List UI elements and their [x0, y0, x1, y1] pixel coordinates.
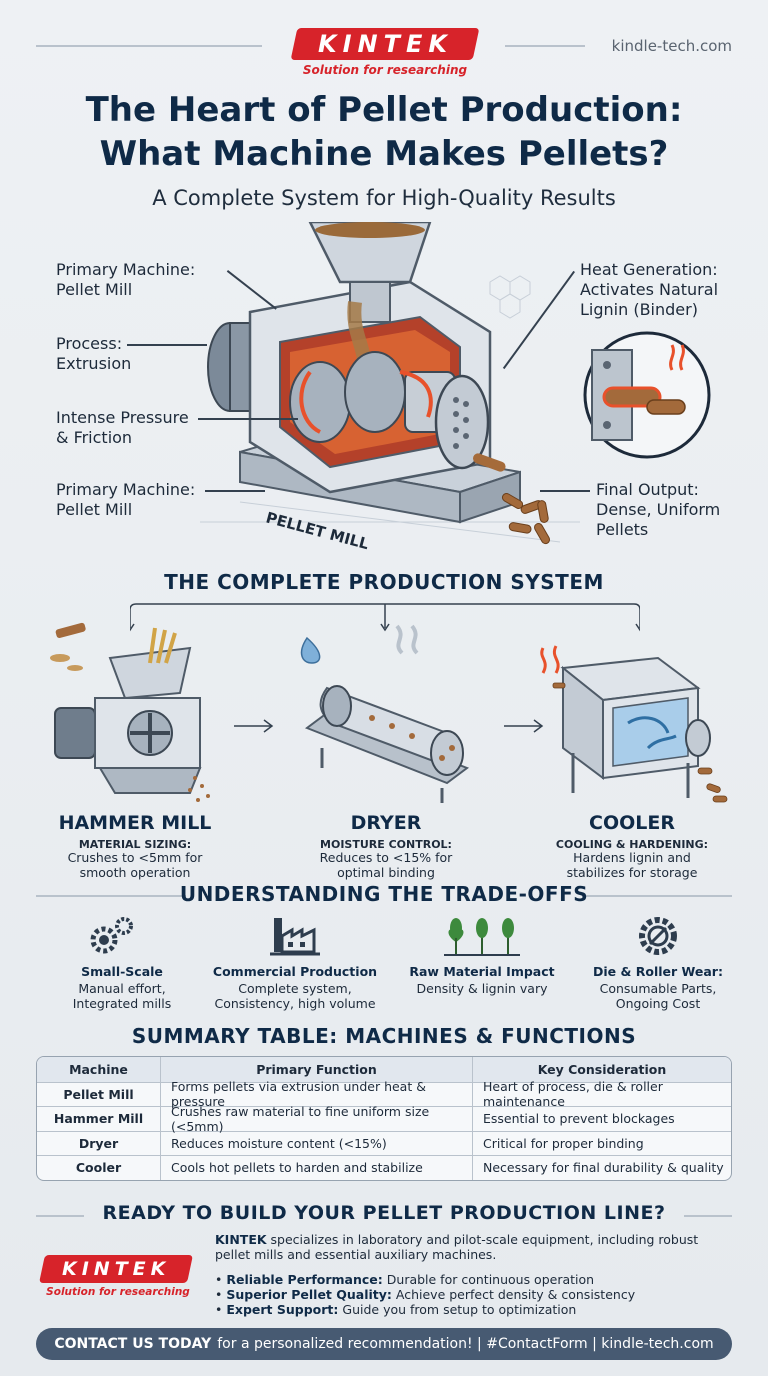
- arrow-right-icon: [234, 719, 274, 733]
- die-closeup-icon: [583, 331, 711, 459]
- table-header-row: Machine Primary Function Key Considerati…: [37, 1057, 731, 1082]
- stage-name-hammer-mill: HAMMER MILL: [58, 812, 212, 834]
- list-item: • Expert Support: Guide you from setup t…: [215, 1302, 577, 1317]
- logo-tagline: Solution for researching: [302, 63, 468, 77]
- table-cell: Hammer Mill: [37, 1107, 161, 1131]
- table-cell: Pellet Mill: [37, 1082, 161, 1106]
- stage-sub-hammer-mill: MATERIAL SIZING:: [78, 838, 192, 851]
- arrow-right-icon: [504, 719, 544, 733]
- label-process: Process: Extrusion: [56, 334, 132, 373]
- kintek-logo-footer: KINTEK: [39, 1255, 193, 1283]
- header-divider-right: [505, 45, 585, 47]
- label-final-output: Final Output: Dense, Uniform Pellets: [596, 480, 721, 539]
- summary-table: Machine Primary Function Key Considerati…: [36, 1056, 732, 1181]
- machine-base-label: PELLET MILL: [264, 508, 371, 553]
- table-cell: Cools hot pellets to harden and stabiliz…: [161, 1156, 473, 1180]
- gears-icon: [90, 917, 133, 954]
- table-header-cell: Primary Function: [161, 1057, 473, 1082]
- table-cell: Heart of process, die & roller maintenan…: [483, 1079, 663, 1110]
- table-header-cell: Key Consideration: [537, 1061, 667, 1077]
- table-heading: SUMMARY TABLE: MACHINES & FUNCTIONS: [131, 1024, 637, 1048]
- table-cell: Dryer: [37, 1131, 161, 1155]
- leader-line: [540, 490, 590, 492]
- header-divider-left: [36, 45, 262, 47]
- cta-intro: KINTEK specializes in laboratory and pil…: [215, 1232, 699, 1262]
- stage-sub-cooler: COOLING & HARDENING:: [555, 838, 709, 851]
- website-link[interactable]: kindle-tech.com: [611, 37, 732, 55]
- table-cell: Crushes raw material to fine uniform siz…: [161, 1104, 473, 1134]
- section-divider: [684, 1215, 732, 1217]
- cooler-icon: [540, 645, 728, 803]
- system-heading: THE COMPLETE PRODUCTION SYSTEM: [164, 570, 604, 594]
- factory-icon: [270, 918, 320, 956]
- tradeoff-commercial: Commercial Production Complete system, C…: [212, 964, 378, 1011]
- table-cell: Cooler: [37, 1156, 161, 1180]
- tradeoff-raw-material: Raw Material Impact Density & lignin var…: [409, 964, 555, 996]
- page-subtitle: A Complete System for High-Quality Resul…: [152, 186, 616, 210]
- section-divider: [582, 895, 732, 897]
- page-title-line2: What Machine Makes Pellets?: [99, 134, 669, 174]
- contact-banner[interactable]: CONTACT US TODAY for a personalized reco…: [36, 1328, 732, 1360]
- label-pressure-friction: Intense Pressure & Friction: [56, 408, 189, 447]
- table-cell: Necessary for final durability & quality: [483, 1160, 724, 1176]
- list-item: • Superior Pellet Quality: Achieve perfe…: [215, 1287, 636, 1302]
- gear-wrench-icon: [639, 917, 677, 955]
- section-divider: [36, 1215, 84, 1217]
- table-row: Pellet Mill Forms pellets via extrusion …: [37, 1079, 731, 1110]
- logo-tagline-footer: Solution for researching: [46, 1286, 190, 1298]
- tradeoff-small-scale: Small-Scale Manual effort, Integrated mi…: [72, 964, 172, 1011]
- table-row: Hammer Mill Crushes raw material to fine…: [37, 1104, 731, 1134]
- hammer-mill-icon: [50, 622, 210, 802]
- table-row: Cooler Cools hot pellets to harden and s…: [37, 1155, 731, 1180]
- cta-bullets: • Reliable Performance: Durable for cont…: [215, 1272, 735, 1317]
- dryer-icon: [300, 624, 470, 803]
- cta-heading: READY TO BUILD YOUR PELLET PRODUCTION LI…: [102, 1202, 666, 1224]
- leader-line: [127, 344, 207, 346]
- leader-line: [205, 490, 265, 492]
- stage-sub-dryer: MOISTURE CONTROL:: [320, 838, 452, 851]
- stage-name-dryer: DRYER: [350, 812, 422, 834]
- label-heat-generation: Heat Generation: Activates Natural Ligni…: [580, 260, 719, 319]
- table-cell: Critical for proper binding: [483, 1135, 644, 1151]
- section-divider: [36, 895, 186, 897]
- page-title-line1: The Heart of Pellet Production:: [85, 90, 683, 130]
- table-cell: Forms pellets via extrusion under heat &…: [161, 1079, 473, 1109]
- tradeoffs-heading: UNDERSTANDING THE TRADE-OFFS: [179, 882, 589, 906]
- table-header-cell: Machine: [37, 1057, 161, 1082]
- table-cell: Reduces moisture content (<15%): [161, 1131, 473, 1155]
- leader-line: [198, 418, 298, 420]
- table-row: Dryer Reduces moisture content (<15%) Cr…: [37, 1130, 731, 1155]
- plants-icon: [444, 918, 520, 956]
- list-item: • Reliable Performance: Durable for cont…: [215, 1272, 595, 1287]
- flow-connector: [130, 603, 640, 632]
- label-primary-machine-bottom: Primary Machine: Pellet Mill: [56, 480, 196, 519]
- stage-name-cooler: COOLER: [589, 812, 675, 834]
- label-primary-machine-top: Primary Machine: Pellet Mill: [56, 260, 196, 299]
- table-cell: Essential to prevent blockages: [483, 1111, 675, 1127]
- kintek-logo: KINTEK: [290, 28, 480, 60]
- pellet-mill-illustration: PELLET MILL: [200, 222, 580, 553]
- tradeoff-die-roller-wear: Die & Roller Wear: Consumable Parts, Ong…: [593, 964, 723, 1011]
